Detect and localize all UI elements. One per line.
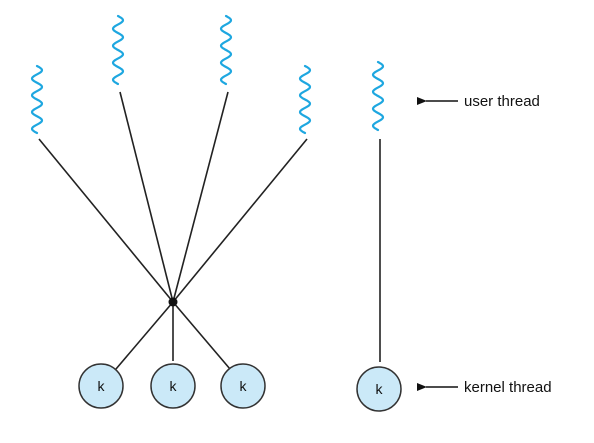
link-hub-to-kernel-1 [115,301,174,370]
legend-kernel-thread: kernel thread [417,379,552,396]
kernel-thread-1-circle [78,363,124,409]
user-thread-2 [111,14,125,86]
user-thread-4 [298,64,312,135]
kernel-thread-3-label: k [240,378,248,394]
kernel-thread-4: k [356,366,402,412]
multiplexed-links [38,91,308,370]
kernel-thread-4-label: k [376,381,384,397]
user-thread-5 [371,60,385,132]
kernel-thread-2: k [150,363,196,409]
kernel-thread-1: k [78,363,124,409]
multiplexer-hub [168,297,178,307]
legend-user-thread-label: user thread [464,93,540,110]
link-hub-to-kernel-3 [172,301,231,370]
link-user-1-to-hub [38,138,174,303]
link-user-4-to-hub [172,138,308,303]
kernel-thread-1-label: k [98,378,106,394]
kernel-thread-4-circle [356,366,402,412]
link-user-2-to-hub [119,91,174,303]
kernel-thread-3-circle [220,363,266,409]
link-user-3-to-hub [172,91,229,303]
user-thread-3 [219,14,233,86]
kernel-thread-2-circle [150,363,196,409]
user-thread-1 [30,64,44,135]
user-threads [30,14,385,135]
kernel-thread-2-label: k [170,378,178,394]
legend-user-thread: user thread [417,93,540,110]
kernel-thread-3: k [220,363,266,409]
legend-kernel-thread-label: kernel thread [464,379,552,396]
